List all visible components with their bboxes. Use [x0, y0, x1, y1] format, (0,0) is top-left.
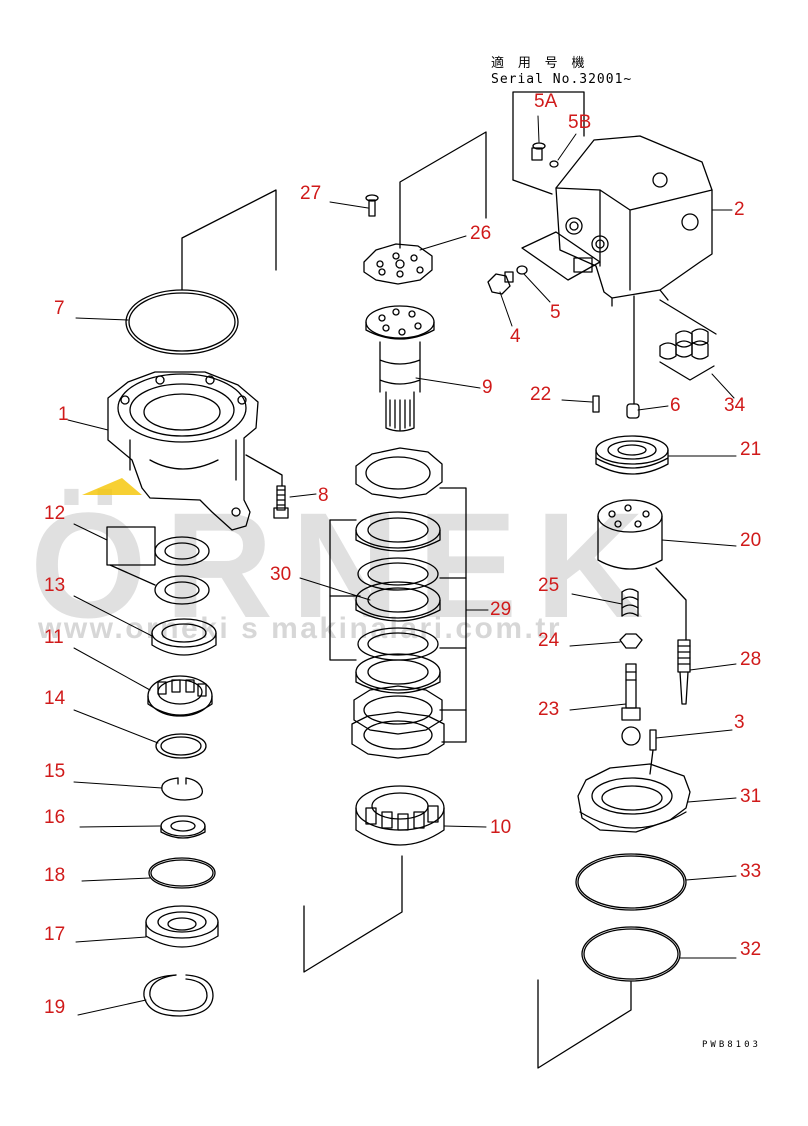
part-12-shims [106, 526, 210, 605]
callout-1: 1 [58, 404, 69, 425]
callout-33: 33 [740, 861, 762, 882]
callout-10: 10 [490, 817, 512, 838]
part-2-valve-block [555, 135, 713, 307]
left-bracket [181, 189, 277, 291]
callout-9: 9 [482, 377, 493, 398]
callout-4: 4 [510, 326, 521, 347]
callout-5b: 5B [568, 112, 592, 133]
applicable-models-label: 適 用 号 機 [491, 56, 588, 71]
part-9-shaft [365, 305, 435, 432]
callout-24: 24 [538, 630, 560, 651]
part-21-piston [595, 435, 669, 475]
part-11-bearing [147, 618, 217, 717]
callout-19: 19 [44, 997, 66, 1018]
callout-17: 17 [44, 924, 66, 945]
part-7-o-ring [125, 289, 239, 355]
callout-15: 15 [44, 761, 66, 782]
part-24-nut [619, 633, 643, 649]
leader-lines [67, 115, 737, 1016]
part-8-bolt [245, 454, 289, 519]
part-25-spring [621, 588, 639, 617]
part-2-plate [521, 231, 601, 281]
callout-21: 21 [740, 439, 762, 460]
watermark-accent [82, 478, 142, 495]
callout-3: 3 [734, 712, 745, 733]
part-18-o-ring [148, 857, 216, 889]
part-3-pin [649, 729, 657, 775]
part-22-pin [592, 395, 600, 413]
part-23-valve [621, 663, 641, 746]
part-20-cylinder [597, 499, 663, 570]
part-10-bearing [355, 785, 445, 846]
callout-32: 32 [740, 939, 762, 960]
part-16-seal [160, 815, 206, 839]
part-19-retaining-ring [143, 974, 214, 1017]
part-27-screw [365, 194, 379, 217]
callout-12: 12 [44, 503, 66, 524]
callout-28: 28 [740, 649, 762, 670]
callout-30: 30 [270, 564, 292, 585]
callout-23: 23 [538, 699, 560, 720]
callout-29: 29 [490, 599, 512, 620]
part-14-ring [155, 733, 207, 759]
callout-5: 5 [550, 302, 561, 323]
part-5-o-ring [516, 265, 528, 275]
part-1-housing [107, 371, 259, 531]
figure-code: PWB8103 [702, 1040, 761, 1050]
callout-14: 14 [44, 688, 66, 709]
callout-8: 8 [318, 485, 329, 506]
part-28-spring [677, 639, 691, 705]
callout-18: 18 [44, 865, 66, 886]
part-17-cover [145, 905, 219, 948]
part-6-cap [626, 403, 640, 419]
callout-5a: 5A [534, 91, 558, 112]
part-26-plate [363, 243, 433, 285]
callout-26: 26 [470, 223, 492, 244]
part-31-carrier [577, 763, 691, 833]
callout-22: 22 [530, 384, 552, 405]
callout-13: 13 [44, 575, 66, 596]
part-15-circlip [161, 777, 204, 801]
serial-number-label: Serial No.32001~ [491, 72, 633, 87]
callout-31: 31 [740, 786, 762, 807]
callout-7: 7 [54, 298, 65, 319]
part-4-plug [487, 271, 514, 295]
part-33-o-ring [575, 853, 687, 911]
callout-20: 20 [740, 530, 762, 551]
part-5a-5b-fittings [531, 142, 559, 168]
callout-34: 34 [724, 395, 746, 416]
part-32-o-ring [581, 926, 681, 982]
callout-2: 2 [734, 199, 745, 220]
callout-11: 11 [44, 627, 64, 648]
part-29-30-disc-stack [329, 447, 467, 759]
callout-25: 25 [538, 575, 560, 596]
callout-6: 6 [670, 395, 681, 416]
callout-16: 16 [44, 807, 66, 828]
callout-27: 27 [300, 183, 322, 204]
part-34-springs [659, 299, 717, 381]
